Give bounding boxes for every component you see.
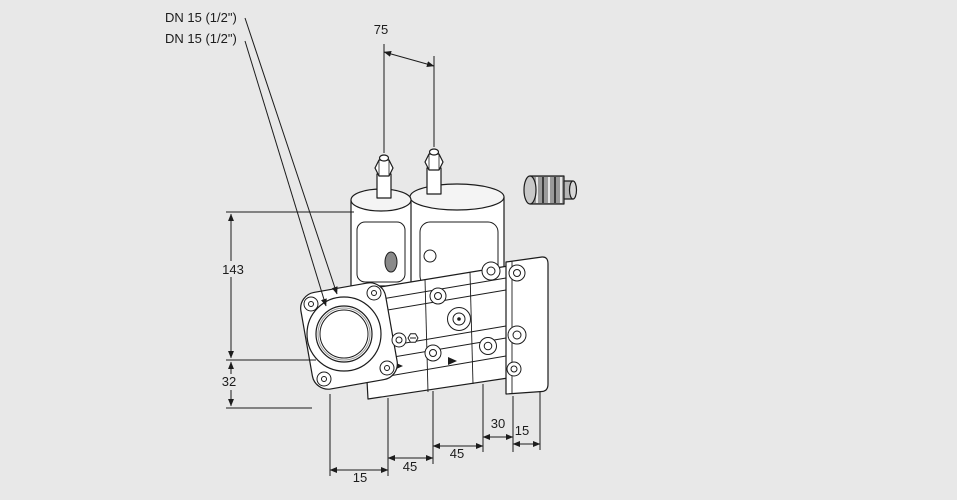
solenoid-stem-right <box>424 148 444 195</box>
solenoid-actuator-right <box>409 183 505 290</box>
dn-leader-line <box>244 17 338 295</box>
flow-direction-arrow <box>448 357 457 365</box>
dimension-label-32: 32 <box>222 374 236 389</box>
dimension-label-45-b: 45 <box>450 446 464 461</box>
dn-leader-line <box>244 40 327 307</box>
inlet-flange <box>300 282 398 390</box>
dimension-label-75: 75 <box>374 22 388 37</box>
port-size-label-top: DN 15 (1/2") <box>165 10 237 25</box>
solenoid-stem-left <box>374 154 394 199</box>
valve-assembly-drawing <box>300 148 578 400</box>
port-size-label-bottom: DN 15 (1/2") <box>165 31 237 46</box>
solenoid-actuator-left <box>350 188 412 287</box>
dimension-labels: DN 15 (1/2") DN 15 (1/2") 75 143 32 15 4… <box>165 10 529 485</box>
dimension-line-75 <box>383 51 435 67</box>
accessory-cartridge <box>523 175 578 205</box>
dimension-label-15-right: 15 <box>515 423 529 438</box>
flange-bolt-holes <box>303 285 395 387</box>
dimension-label-143: 143 <box>222 262 244 277</box>
dimension-annotations <box>226 17 541 476</box>
dimension-label-15-left: 15 <box>353 470 367 485</box>
body-bolts <box>391 261 527 377</box>
dimension-label-45-a: 45 <box>403 459 417 474</box>
dimension-label-30: 30 <box>491 416 505 431</box>
